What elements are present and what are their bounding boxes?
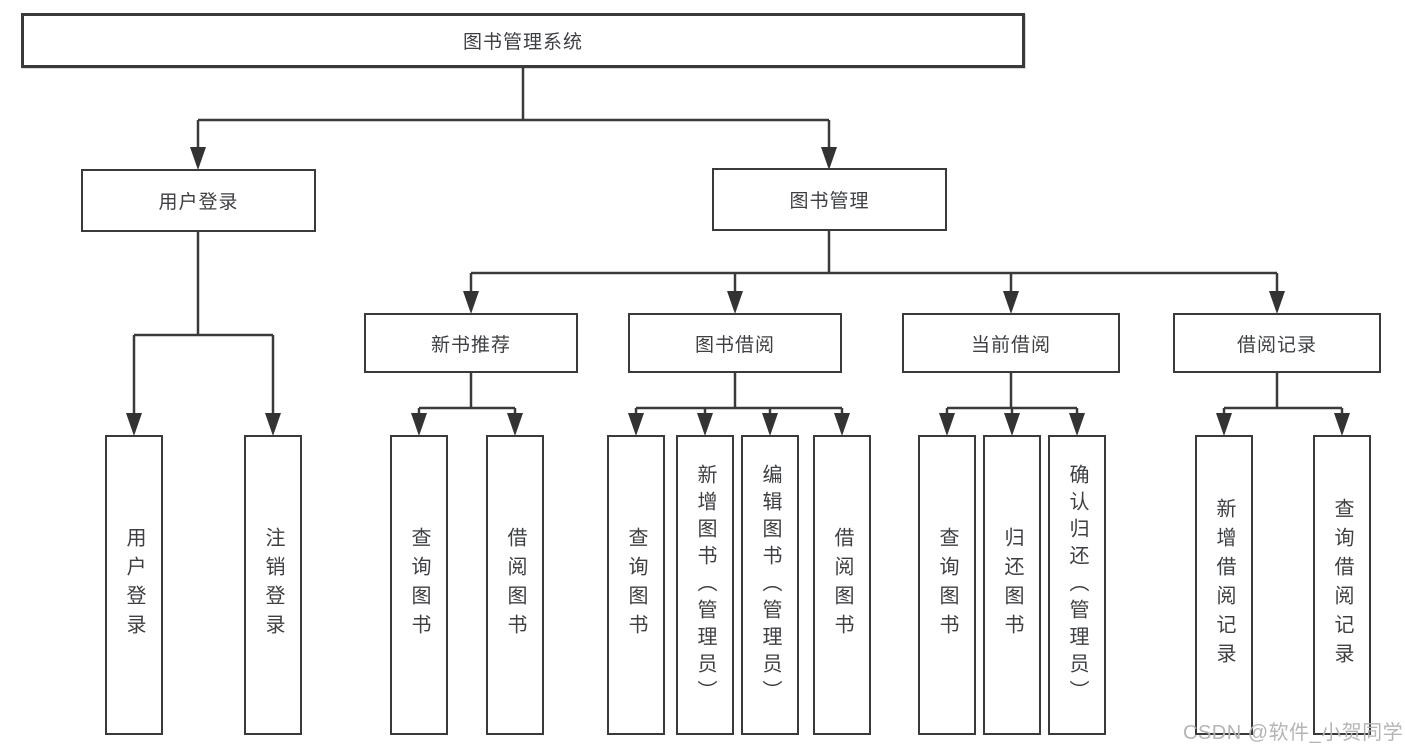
leaf-add-books-admin: 新增图书（管理员） (676, 435, 734, 735)
node-label: 查询借阅记录 (1331, 498, 1353, 672)
node-label: 图书管理 (789, 191, 870, 212)
node-label: 编辑图书（管理员） (759, 463, 781, 707)
leaf-add-borrow-record: 新增借阅记录 (1195, 435, 1253, 735)
leaf-borrow-books-2: 借阅图书 (813, 435, 871, 735)
node-book-borrowing: 图书借阅 (628, 313, 842, 373)
node-current-borrowing: 当前借阅 (902, 313, 1120, 373)
leaf-logout: 注销登录 (244, 435, 302, 735)
leaf-return-books: 归还图书 (983, 435, 1041, 735)
node-label: 图书管理系统 (462, 32, 583, 53)
node-label: 查询图书 (625, 527, 647, 643)
node-user-login: 用户登录 (81, 169, 316, 232)
node-label: 新书推荐 (430, 334, 511, 356)
node-new-book-recommend: 新书推荐 (364, 313, 578, 373)
node-label: 确认归还（管理员） (1066, 463, 1088, 707)
node-label: 新增借阅记录 (1213, 498, 1235, 672)
leaf-query-books-2: 查询图书 (607, 435, 665, 735)
node-label: 查询图书 (408, 527, 430, 643)
node-label: 用户登录 (158, 192, 239, 213)
leaf-borrow-books-1: 借阅图书 (486, 435, 544, 735)
leaf-query-books-3: 查询图书 (918, 435, 976, 735)
node-label: 归还图书 (1001, 527, 1023, 643)
node-label: 注销登录 (262, 527, 284, 643)
arrowheads (126, 147, 1350, 436)
node-label: 新增图书（管理员） (694, 463, 716, 707)
leaf-confirm-return-admin: 确认归还（管理员） (1048, 435, 1106, 735)
node-label: 图书借阅 (694, 334, 775, 356)
node-library-management-system: 图书管理系统 (21, 13, 1025, 68)
leaf-query-books-1: 查询图书 (390, 435, 448, 735)
node-book-management: 图书管理 (712, 168, 947, 231)
node-label: 借阅记录 (1236, 334, 1317, 356)
node-label: 当前借阅 (970, 334, 1051, 356)
node-label: 查询图书 (936, 527, 958, 643)
leaf-query-borrow-record: 查询借阅记录 (1313, 435, 1371, 735)
leaf-edit-books-admin: 编辑图书（管理员） (741, 435, 799, 735)
csdn-watermark: CSDN @软件_小贺同学 (1183, 722, 1404, 744)
node-borrowing-records: 借阅记录 (1173, 313, 1381, 373)
node-label: 用户登录 (123, 527, 145, 643)
leaf-user-login: 用户登录 (105, 435, 163, 735)
node-label: 借阅图书 (504, 527, 526, 643)
node-label: 借阅图书 (831, 527, 853, 643)
